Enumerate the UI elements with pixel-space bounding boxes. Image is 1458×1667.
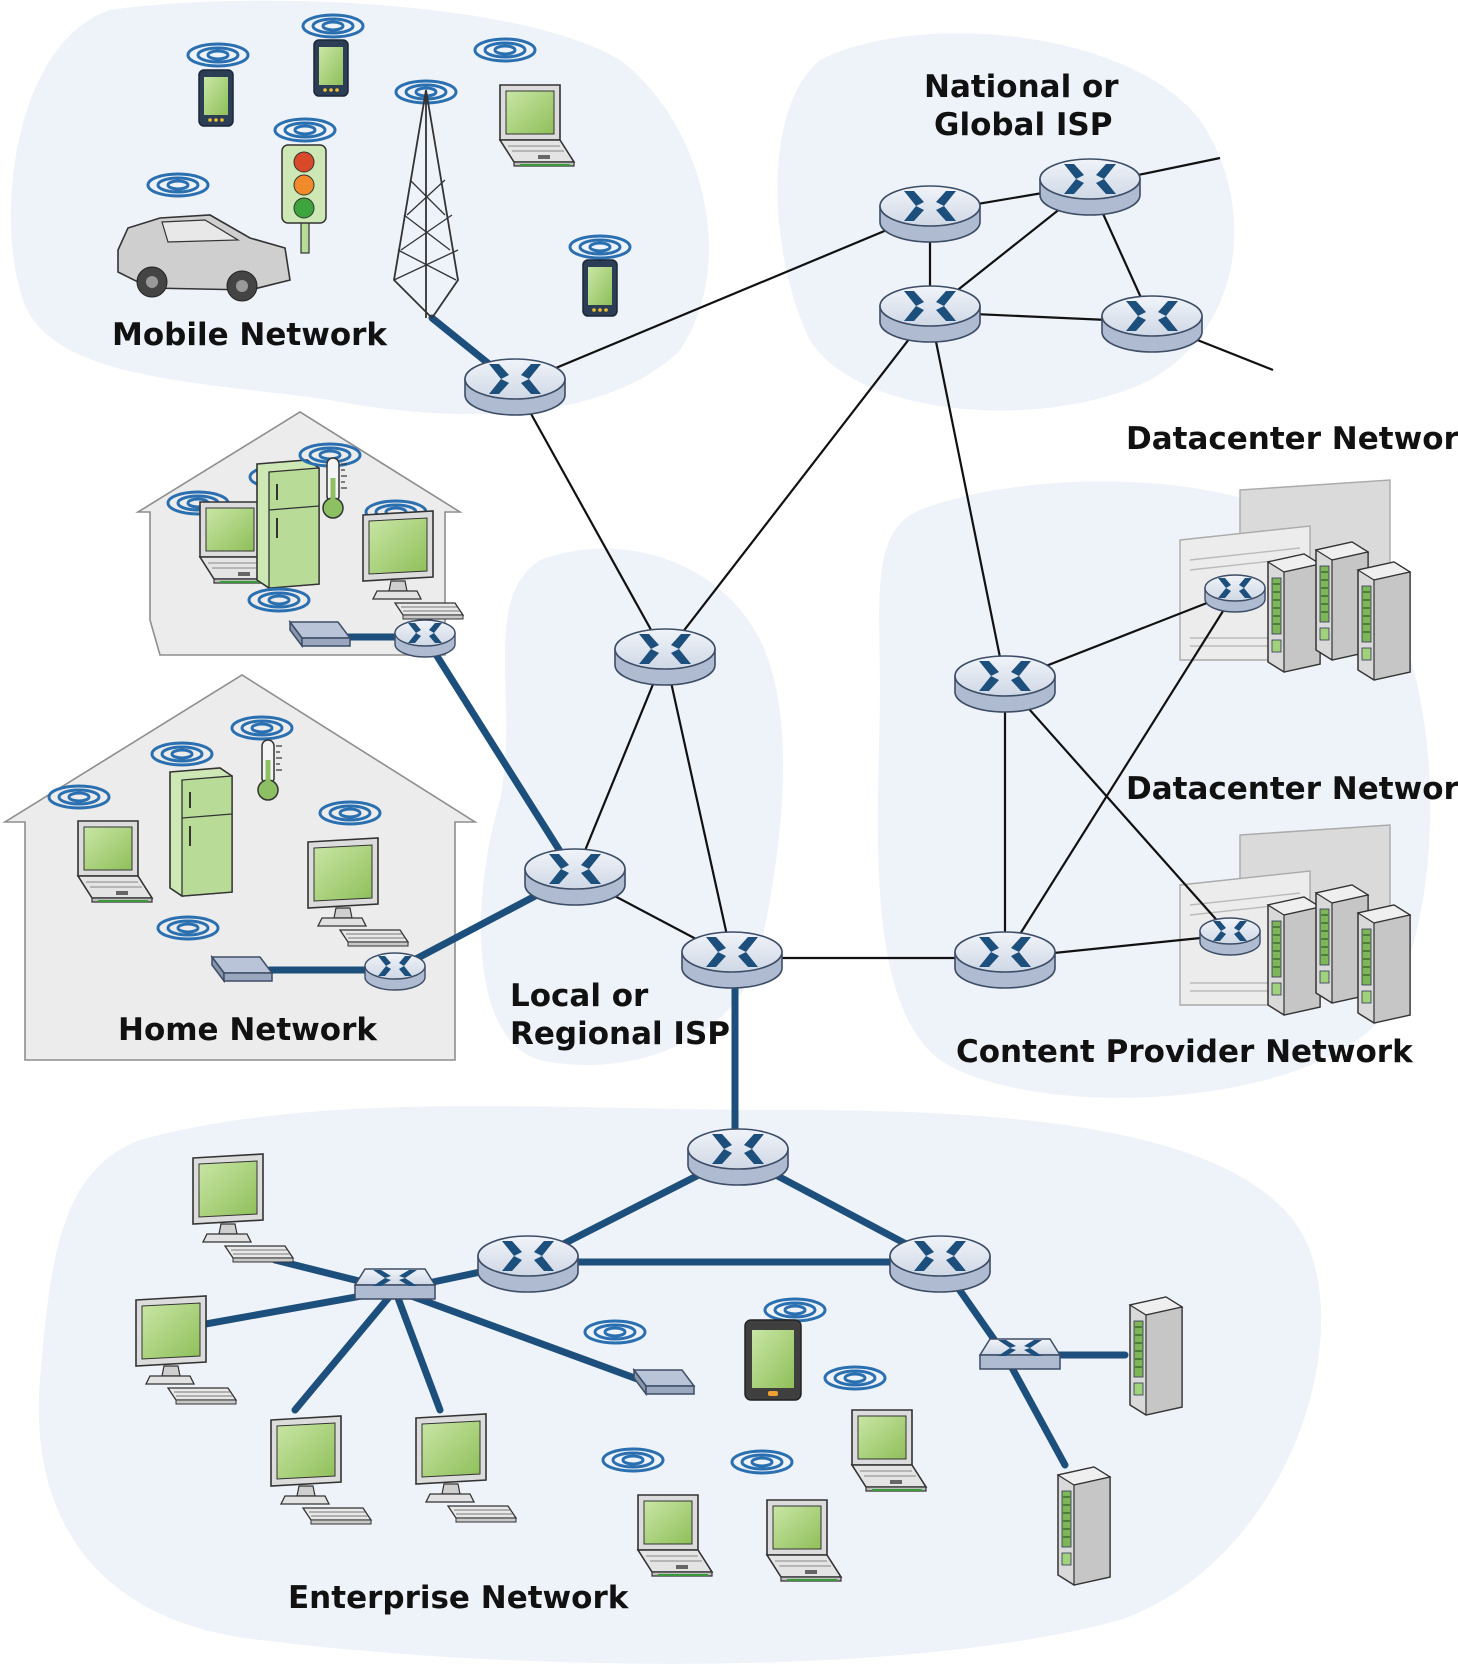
refrigerator-icon [248,459,320,589]
router-icon [524,848,626,906]
router-icon [954,931,1056,989]
server-icon [1057,1466,1111,1586]
home-network-label: Home Network [118,1012,378,1048]
server-icon [1267,553,1321,673]
router-icon [1101,295,1203,353]
content-provider-network-label: Content Provider Network [956,1034,1414,1070]
car-icon [117,172,291,302]
router-icon [879,185,981,243]
mobile-network-label: Mobile Network [112,317,388,353]
router-icon [1199,917,1261,956]
router-icon [954,655,1056,713]
router-icon [889,1235,991,1293]
server-icon [1267,896,1321,1016]
router-icon [477,1235,579,1293]
home-network-house-large [2,674,478,1061]
server-icon [1129,1296,1183,1416]
national-isp-label-line2: Global ISP [934,107,1112,143]
server-icon [1357,904,1411,1024]
router-icon [687,1128,789,1186]
enterprise-network-label: Enterprise Network [288,1580,630,1616]
router-icon [394,619,456,658]
national-isp-label-line1: National or [924,69,1119,105]
router-icon [1039,158,1141,216]
datacenter-network-label-1: Datacenter Network [1126,421,1458,457]
datacenter-network-label-2: Datacenter Network [1126,771,1458,807]
switch-icon [354,1268,436,1300]
router-icon [1204,574,1266,613]
router-icon [464,358,566,416]
router-icon [879,285,981,343]
local-isp-label-line2: Regional ISP [510,1016,730,1052]
tablet-icon [744,1297,827,1401]
switch-icon [979,1338,1061,1370]
router-icon [681,931,783,989]
server-icon [1357,561,1411,681]
router-icon [614,628,716,686]
router-icon [364,952,426,991]
traffic-light-icon [273,117,337,254]
cell-tower-icon [393,79,459,320]
local-isp-label-line1: Local or [510,978,649,1014]
